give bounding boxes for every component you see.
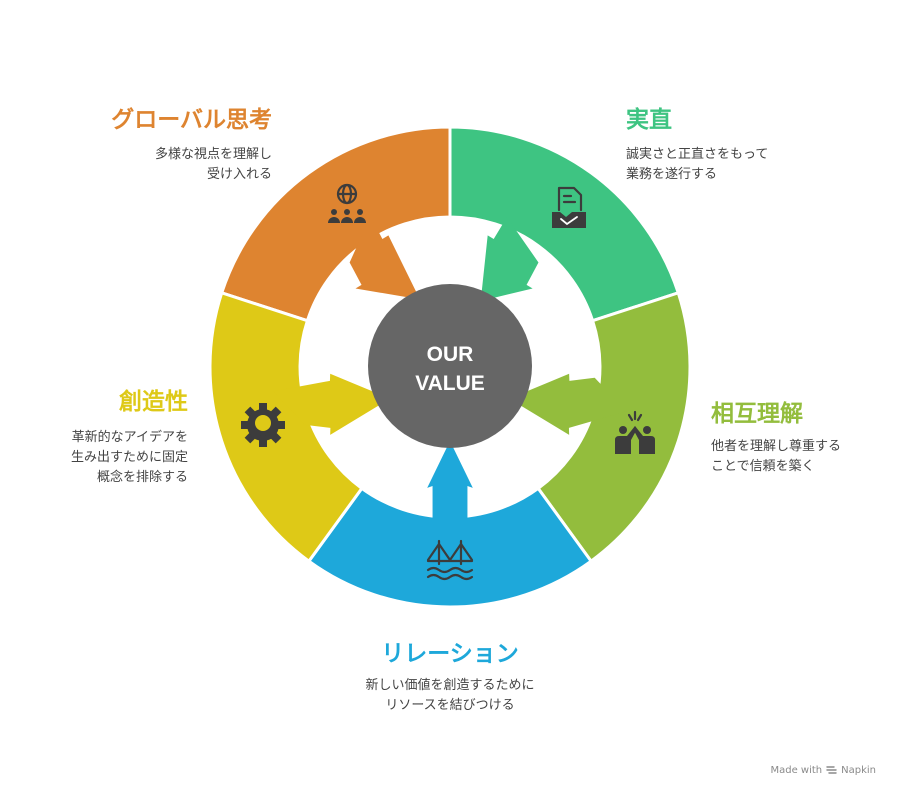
arrow-creative (273, 373, 391, 435)
gear-tooth (259, 403, 267, 412)
footer: Made with Napkin (770, 765, 876, 776)
arrow-relation (427, 441, 473, 525)
segment-mutual (536, 290, 692, 564)
high-five-icon (615, 410, 655, 454)
segment-relation (306, 486, 594, 609)
title-relation: リレーション (381, 641, 519, 667)
document-handshake-icon (552, 186, 586, 228)
napkin-logo-icon (826, 766, 837, 774)
gear-tooth (259, 438, 267, 447)
made-with-label: Made with (770, 765, 823, 776)
desc-mutual: 他者を理解し尊重する ことで信頼を築く (711, 439, 842, 474)
bridge-icon (426, 539, 474, 581)
desc-honesty: 誠実さと正直さをもって 業務を遂行する (626, 147, 769, 182)
title-mutual: 相互理解 (711, 401, 803, 427)
segment-global (219, 125, 452, 323)
desc-creative: 革新的なアイデアを 生み出すために固定 概念を排除する (70, 430, 188, 485)
desc-relation: 新しい価値を創造するために リソースを結びつける (365, 678, 535, 713)
title-global: グローバル思考 (111, 107, 272, 133)
brand-label: Napkin (841, 765, 876, 776)
title-honesty: 実直 (626, 107, 672, 133)
arrow-honesty (480, 217, 539, 301)
center-label-line2: VALUE (415, 372, 485, 395)
center-hub (368, 284, 532, 448)
globe-people-icon (328, 183, 366, 223)
desc-global: 多様な視点を理解し 受け入れる (154, 147, 272, 182)
title-creative: 創造性 (119, 389, 188, 415)
arrow-global (349, 216, 420, 300)
segment-creative (208, 290, 364, 564)
gear-bulb-icon (241, 403, 285, 447)
arrow-mutual (509, 373, 627, 435)
center-label-line1: OUR (427, 343, 474, 366)
